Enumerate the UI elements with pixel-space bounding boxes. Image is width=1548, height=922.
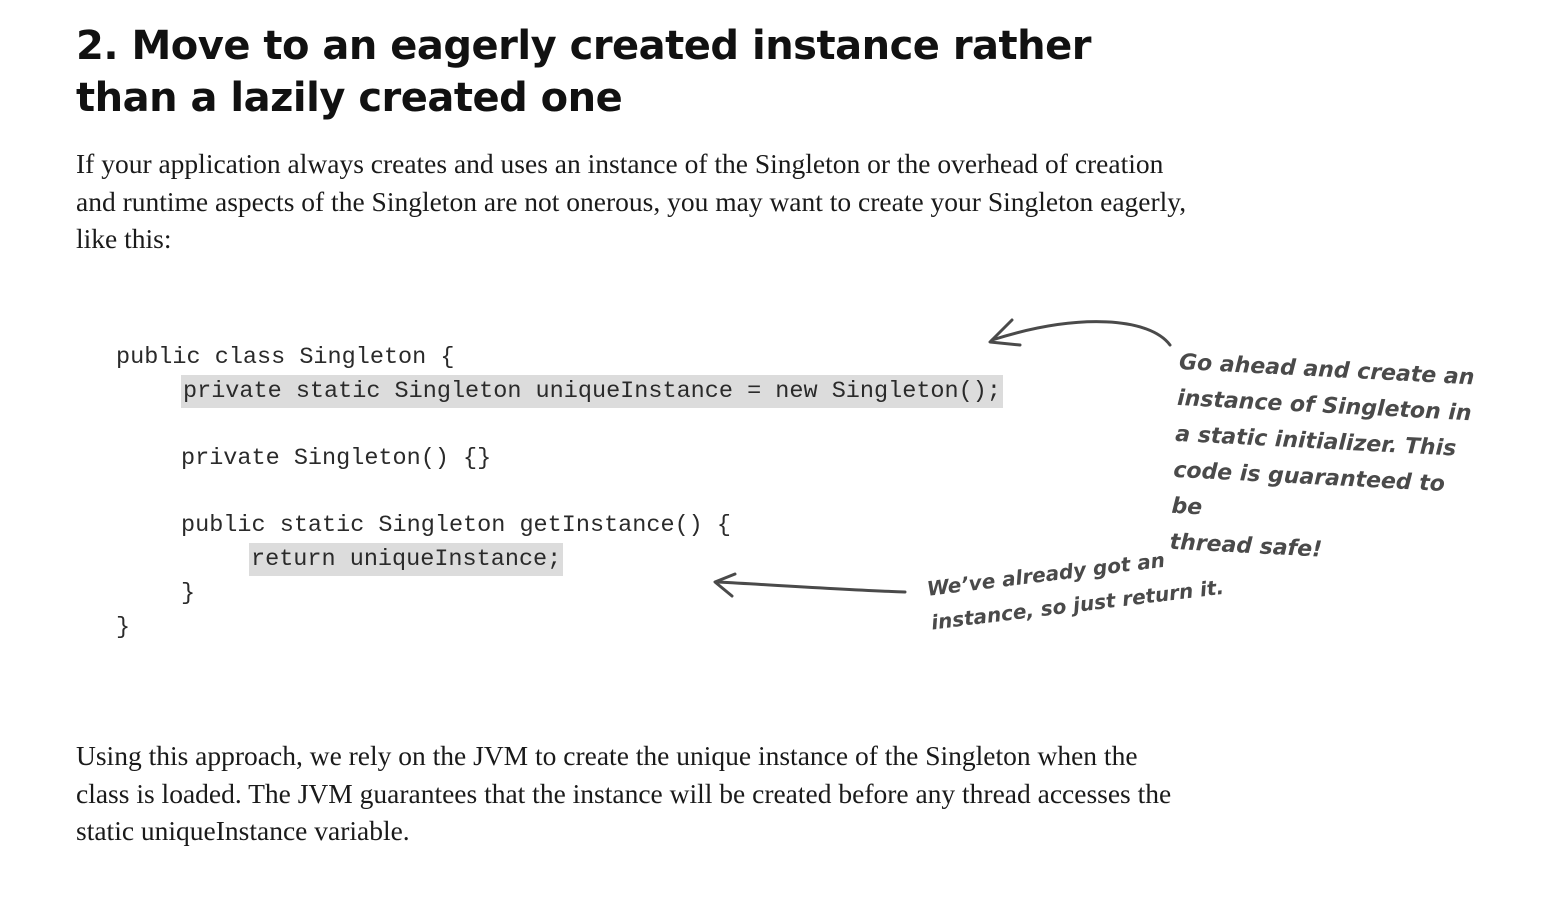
arrow-to-unique-instance <box>990 320 1172 347</box>
arrowhead-return <box>713 572 737 598</box>
code-highlight: return uniqueInstance; <box>249 543 564 576</box>
code-text: public class Singleton { <box>116 344 455 371</box>
code-text: } <box>116 614 131 641</box>
code-line-class-close: } <box>116 615 130 641</box>
outro-paragraph: Using this approach, we rely on the JVM … <box>76 740 1172 846</box>
arrowhead-unique-instance <box>988 318 1022 347</box>
section-heading: 2. Move to an eagerly created instance r… <box>76 23 1092 121</box>
code-line-method-close: } <box>181 581 195 607</box>
code-highlight: private static Singleton uniqueInstance … <box>181 375 1003 408</box>
code-line-get-instance: public static Singleton getInstance() { <box>181 513 731 539</box>
annotation-return-instance: We’ve already got an instance, so just r… <box>925 547 1226 635</box>
code-text: public static Singleton getInstance() { <box>181 512 731 539</box>
code-text: } <box>181 580 196 607</box>
code-line-unique-instance: private static Singleton uniqueInstance … <box>181 375 1003 408</box>
code-line-return: return uniqueInstance; <box>249 543 564 576</box>
code-line-constructor: private Singleton() {} <box>181 446 491 472</box>
code-text: private Singleton() {} <box>181 445 492 472</box>
code-line-class-decl: public class Singleton { <box>116 345 454 371</box>
arrow-to-return <box>716 580 907 594</box>
intro-paragraph: If your application always creates and u… <box>76 148 1187 254</box>
